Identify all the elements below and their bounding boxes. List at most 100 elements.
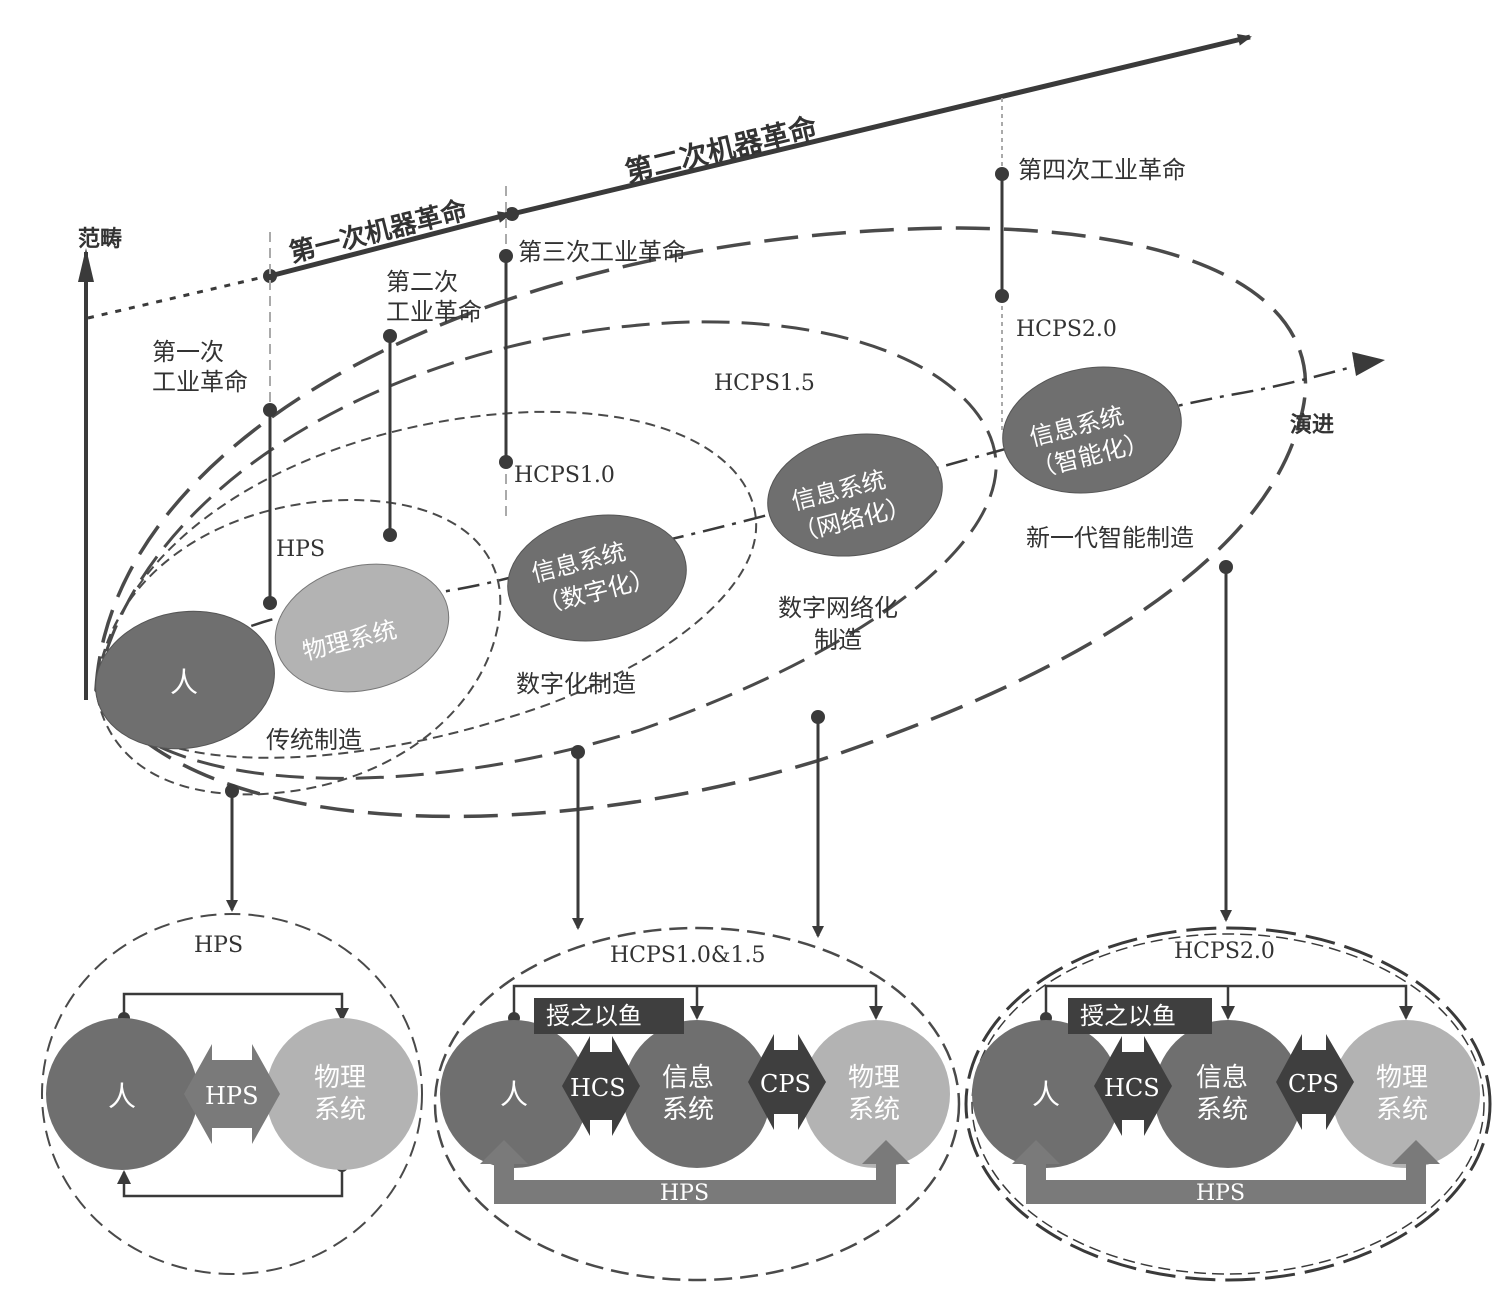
- panel-hps-double-arrow: [184, 1044, 280, 1144]
- panel-hcps20-hcs-arrow: [1094, 1036, 1172, 1136]
- loop-hcps10: [94, 410, 758, 759]
- panel-hcps15-human: [440, 1020, 588, 1168]
- info-intel-ellipse: [1002, 366, 1182, 494]
- stage-hcps10-label: HCPS1.0: [514, 463, 615, 488]
- machine-revolution-line-2: [511, 33, 1252, 217]
- panel-hps-physical-label-2: 系统: [314, 1095, 366, 1125]
- ir4-marker-bottom: [995, 289, 1009, 303]
- panel-hcps20-top-link: [1044, 984, 1408, 1018]
- ir1-label-line1: 第一次: [152, 338, 224, 366]
- panel-hcps15-arrowhead-mid: [690, 1006, 704, 1020]
- panel-hcps15-physical-label-1: 物理: [848, 1063, 900, 1093]
- ir2-label-line1: 第二次: [386, 268, 458, 296]
- connector-hps-dot: [225, 784, 239, 798]
- panel-hcps15-physical-label-2: 系统: [848, 1095, 900, 1125]
- ir1-label-line2: 工业革命: [152, 368, 248, 396]
- ir4-label: 第四次工业革命: [1018, 156, 1186, 184]
- panel-hcps20-physical-label-1: 物理: [1376, 1063, 1428, 1093]
- connector-hcps20-dot: [1219, 560, 1233, 574]
- ir2-marker-bottom: [383, 528, 397, 542]
- panel-hcps20-arrowhead-right: [1399, 1006, 1413, 1020]
- mfg-new-gen-label: 新一代智能制造: [1026, 524, 1194, 552]
- panel-hps-link-label: HPS: [205, 1082, 259, 1110]
- ir3-marker-bottom: [499, 455, 513, 469]
- panel-hcps20-teach-label: 授之以鱼: [1080, 1002, 1176, 1030]
- panel-hcps15-hps-label: HPS: [660, 1181, 709, 1206]
- connector-hcps10-dot: [571, 745, 585, 759]
- connector-hcps15-dot: [811, 710, 825, 724]
- ir3-marker-top: [499, 249, 513, 263]
- panel-hcps20-physical: [1332, 1020, 1480, 1168]
- ir2-marker-top: [383, 329, 397, 343]
- ir1-marker-top: [263, 403, 277, 417]
- panel-hcps15-info: [623, 1020, 771, 1168]
- panel-hps-human: [46, 1018, 198, 1170]
- panel-hps-human-label: 人: [108, 1080, 136, 1113]
- panel-hcps20: HCPS2.0 授之以鱼 人 信息 系统 物理 系统 HCS CPS HPS: [964, 926, 1492, 1282]
- evolution-label: 演进: [1290, 412, 1334, 438]
- human-ellipse: [95, 610, 275, 750]
- panel-hcps15-teach-box: [534, 998, 684, 1034]
- panel-hcps15-human-label: 人: [500, 1078, 528, 1111]
- loop-hcps15: [94, 320, 998, 780]
- panel-hcps15-title: HCPS1.0&1.5: [610, 943, 765, 968]
- stage-hcps15-label: HCPS1.5: [714, 371, 815, 396]
- panel-hps-title: HPS: [194, 933, 243, 958]
- panel-hcps20-title: HCPS2.0: [1174, 939, 1275, 964]
- panel-hps-top-link: [122, 992, 344, 1020]
- panel-hps-bottom-link: [122, 1166, 344, 1198]
- panel-hcps20-teach-box: [1068, 998, 1212, 1034]
- panel-hcps20-arrowhead-mid: [1221, 1006, 1235, 1020]
- panel-hps: HPS 人 物理 系统 HPS: [41, 913, 423, 1275]
- human-label: 人: [170, 666, 198, 699]
- panel-hps-outline: [41, 913, 423, 1275]
- info-digital-ellipse: [507, 514, 687, 642]
- mfg-traditional-label: 传统制造: [266, 726, 362, 754]
- info-network-ellipse: [767, 433, 943, 557]
- loop-hcps20: [94, 226, 1308, 819]
- stage-hps-label: HPS: [276, 537, 325, 562]
- panel-hcps20-hcs-label: HCS: [1104, 1074, 1160, 1102]
- panel-hcps20-hps-label: HPS: [1196, 1181, 1245, 1206]
- timeline-point-1: [263, 269, 277, 283]
- stage-hcps20-label: HCPS2.0: [1016, 317, 1117, 342]
- panel-hps-physical: [266, 1018, 418, 1170]
- panel-hcps15-outline: [433, 926, 961, 1282]
- dotted-baseline: [87, 274, 269, 320]
- timeline-point-2: [505, 207, 519, 221]
- mfg-network-label-1: 数字网络化: [778, 594, 898, 622]
- machine-revolution-2-label: 第二次机器革命: [622, 111, 821, 189]
- panel-hcps20-info-label-2: 系统: [1196, 1095, 1248, 1125]
- panel-hcps20-cps-label: CPS: [1288, 1070, 1339, 1098]
- panel-hcps20-info-label-1: 信息: [1196, 1063, 1248, 1093]
- ir2-label-line2: 工业革命: [386, 298, 482, 326]
- ir1-marker-bottom: [263, 596, 277, 610]
- panel-hcps15-hcs-arrow: [562, 1036, 640, 1136]
- panel-hcps15-arrowhead-right: [869, 1006, 883, 1020]
- panel-hcps20-outline: [964, 926, 1492, 1282]
- panel-hcps20-info: [1154, 1020, 1302, 1168]
- ir4-marker-top: [995, 167, 1009, 181]
- panel-hcps15-hcs-label: HCS: [570, 1074, 626, 1102]
- panel-hcps20-cps-arrow: [1276, 1034, 1354, 1130]
- panel-hcps15-top-link: [512, 984, 878, 1018]
- panel-hcps20-physical-label-2: 系统: [1376, 1095, 1428, 1125]
- loop-hps: [94, 498, 502, 796]
- panel-hcps15-cps-label: CPS: [760, 1070, 811, 1098]
- machine-revolution-line-1: [269, 211, 512, 279]
- panel-hps-physical-label-1: 物理: [314, 1063, 366, 1093]
- axis-label-category: 范畴: [78, 227, 122, 252]
- panel-hcps15-hps-bar: [480, 1140, 910, 1204]
- evolution-spine: [97, 362, 1366, 696]
- panel-hcps15-info-label-2: 系统: [662, 1095, 714, 1125]
- panel-hps-bottom-arrowhead: [117, 1170, 131, 1184]
- vertical-axis-arrowhead: [78, 248, 94, 282]
- panel-hcps15-teach-label: 授之以鱼: [546, 1002, 642, 1030]
- panel-hcps20-human-label: 人: [1032, 1078, 1060, 1111]
- panel-hcps15: HCPS1.0&1.5 授之以鱼 人 信息 系统 物理 系统 HCS CPS H…: [433, 926, 961, 1282]
- evolution-arrowhead: [1352, 352, 1385, 376]
- physical-system-ellipse: [274, 563, 450, 693]
- mfg-network-label-2: 制造: [814, 626, 862, 654]
